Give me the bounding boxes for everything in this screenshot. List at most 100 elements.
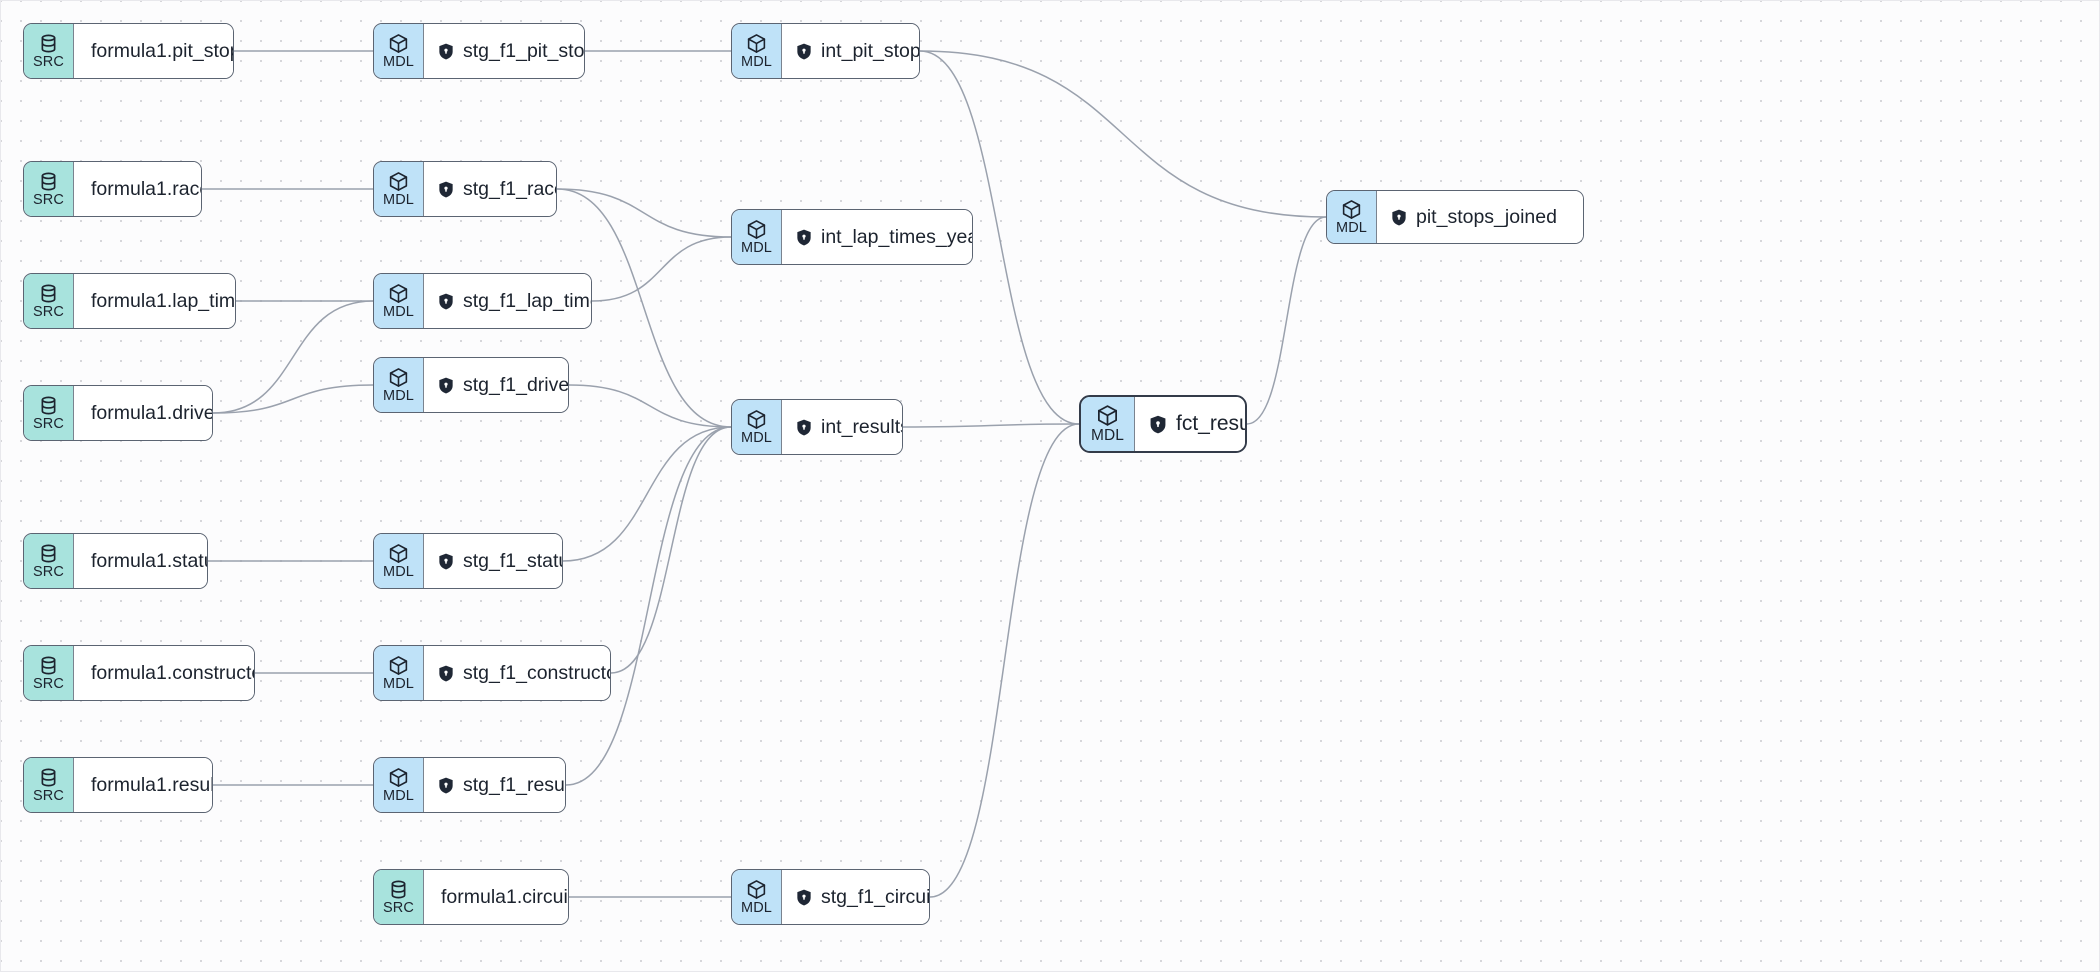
cube-icon: [1341, 199, 1362, 220]
cube-icon: [388, 655, 409, 676]
node-label: formula1.pit_stops: [91, 39, 233, 62]
node-label: formula1.status: [91, 549, 207, 572]
model-type-badge: MDL: [374, 534, 424, 588]
model-type-badge: MDL: [374, 358, 424, 412]
model-type-badge: MDL: [732, 400, 782, 454]
lineage-edge-stg_status-to-int_results: [562, 426, 732, 562]
lineage-node-stg_constructors[interactable]: MDL stg_f1_constructors: [373, 645, 611, 701]
node-body: formula1.lap_times: [74, 274, 235, 328]
node-label: formula1.lap_times: [91, 289, 236, 312]
node-body: stg_f1_constructors: [424, 646, 610, 700]
lineage-node-src_races[interactable]: SRC formula1.races: [23, 161, 202, 217]
node-type-label: MDL: [741, 53, 772, 70]
lineage-node-stg_circuits[interactable]: MDL stg_f1_circuits: [731, 869, 930, 925]
node-type-label: MDL: [383, 787, 414, 804]
node-type-label: SRC: [33, 191, 64, 208]
model-type-badge: MDL: [732, 870, 782, 924]
lineage-edge-fct_results-to-pit_stops_joined: [1246, 216, 1327, 425]
node-type-label: SRC: [33, 675, 64, 692]
lineage-edge-stg_constructors-to-int_results: [610, 426, 732, 674]
database-icon: [38, 655, 59, 676]
lineage-edge-stg_drivers-to-int_results: [568, 384, 732, 428]
node-label: stg_f1_results: [463, 773, 565, 796]
source-type-badge: SRC: [24, 758, 74, 812]
lineage-node-src_drivers[interactable]: SRC formula1.drivers: [23, 385, 213, 441]
lineage-node-src_results[interactable]: SRC formula1.results: [23, 757, 213, 813]
model-type-badge: MDL: [732, 24, 782, 78]
node-label: pit_stops_joined: [1416, 205, 1557, 228]
lineage-node-int_pit_stops[interactable]: MDL int_pit_stops: [731, 23, 920, 79]
node-type-label: MDL: [383, 303, 414, 320]
lineage-node-stg_results[interactable]: MDL stg_f1_results: [373, 757, 566, 813]
node-label: stg_f1_lap_times: [463, 289, 591, 312]
node-label: int_pit_stops: [821, 39, 920, 62]
lineage-node-src_circuits[interactable]: SRC formula1.circuits: [373, 869, 569, 925]
node-label: stg_f1_drivers: [463, 373, 569, 396]
lineage-node-stg_races[interactable]: MDL stg_f1_races: [373, 161, 557, 217]
node-type-label: MDL: [383, 191, 414, 208]
cube-icon: [388, 367, 409, 388]
lineage-edge-stg_results-to-int_results: [565, 426, 732, 786]
source-type-badge: SRC: [24, 646, 74, 700]
lineage-node-stg_drivers[interactable]: MDL stg_f1_drivers: [373, 357, 569, 413]
node-body: formula1.pit_stops: [74, 24, 233, 78]
node-type-label: SRC: [33, 303, 64, 320]
source-type-badge: SRC: [24, 386, 74, 440]
node-body: stg_f1_status: [424, 534, 562, 588]
cube-icon: [1096, 404, 1119, 427]
cube-icon: [746, 33, 767, 54]
shield-lock-icon: [439, 553, 453, 569]
node-body: formula1.status: [74, 534, 207, 588]
lineage-edge-int_pit_stops-to-pit_stops_joined: [919, 50, 1327, 218]
lineage-edge-stg_lap_times-to-int_lap_times_years: [591, 236, 732, 302]
node-body: pit_stops_joined: [1377, 191, 1583, 243]
node-label: stg_f1_pit_stops: [463, 39, 585, 62]
node-body: stg_f1_results: [424, 758, 565, 812]
node-type-label: MDL: [741, 429, 772, 446]
database-icon: [38, 543, 59, 564]
node-label: stg_f1_circuits: [821, 885, 930, 908]
shield-lock-icon: [439, 293, 453, 309]
lineage-node-src_pit_stops[interactable]: SRC formula1.pit_stops: [23, 23, 234, 79]
node-type-label: SRC: [383, 899, 414, 916]
node-label: formula1.races: [91, 177, 201, 200]
node-type-label: MDL: [383, 563, 414, 580]
lineage-node-stg_pit_stops[interactable]: MDL stg_f1_pit_stops: [373, 23, 585, 79]
node-body: formula1.results: [74, 758, 212, 812]
node-body: stg_f1_lap_times: [424, 274, 591, 328]
source-type-badge: SRC: [24, 24, 74, 78]
lineage-node-stg_status[interactable]: MDL stg_f1_status: [373, 533, 563, 589]
node-body: formula1.circuits: [424, 870, 568, 924]
shield-lock-icon: [439, 777, 453, 793]
shield-lock-icon: [1150, 415, 1166, 433]
database-icon: [38, 283, 59, 304]
node-body: formula1.races: [74, 162, 201, 216]
model-type-badge: MDL: [374, 646, 424, 700]
lineage-edge-stg_circuits-to-fct_results: [929, 423, 1080, 898]
database-icon: [38, 171, 59, 192]
node-type-label: SRC: [33, 787, 64, 804]
model-type-badge: MDL: [374, 24, 424, 78]
node-type-label: MDL: [383, 675, 414, 692]
node-label: formula1.circuits: [441, 885, 569, 908]
node-label: int_lap_times_years: [821, 225, 972, 248]
node-label: stg_f1_races: [463, 177, 556, 200]
node-body: stg_f1_races: [424, 162, 556, 216]
lineage-edge-int_results-to-fct_results: [902, 423, 1080, 428]
shield-lock-icon: [439, 665, 453, 681]
node-label: formula1.drivers: [91, 401, 213, 424]
node-body: stg_f1_drivers: [424, 358, 568, 412]
lineage-node-stg_lap_times[interactable]: MDL stg_f1_lap_times: [373, 273, 592, 329]
lineage-edge-src_drivers-to-stg_lap_times: [212, 300, 374, 414]
lineage-edge-stg_races-to-int_lap_times_years: [556, 188, 732, 238]
node-body: stg_f1_circuits: [782, 870, 929, 924]
lineage-node-src_lap_times[interactable]: SRC formula1.lap_times: [23, 273, 236, 329]
